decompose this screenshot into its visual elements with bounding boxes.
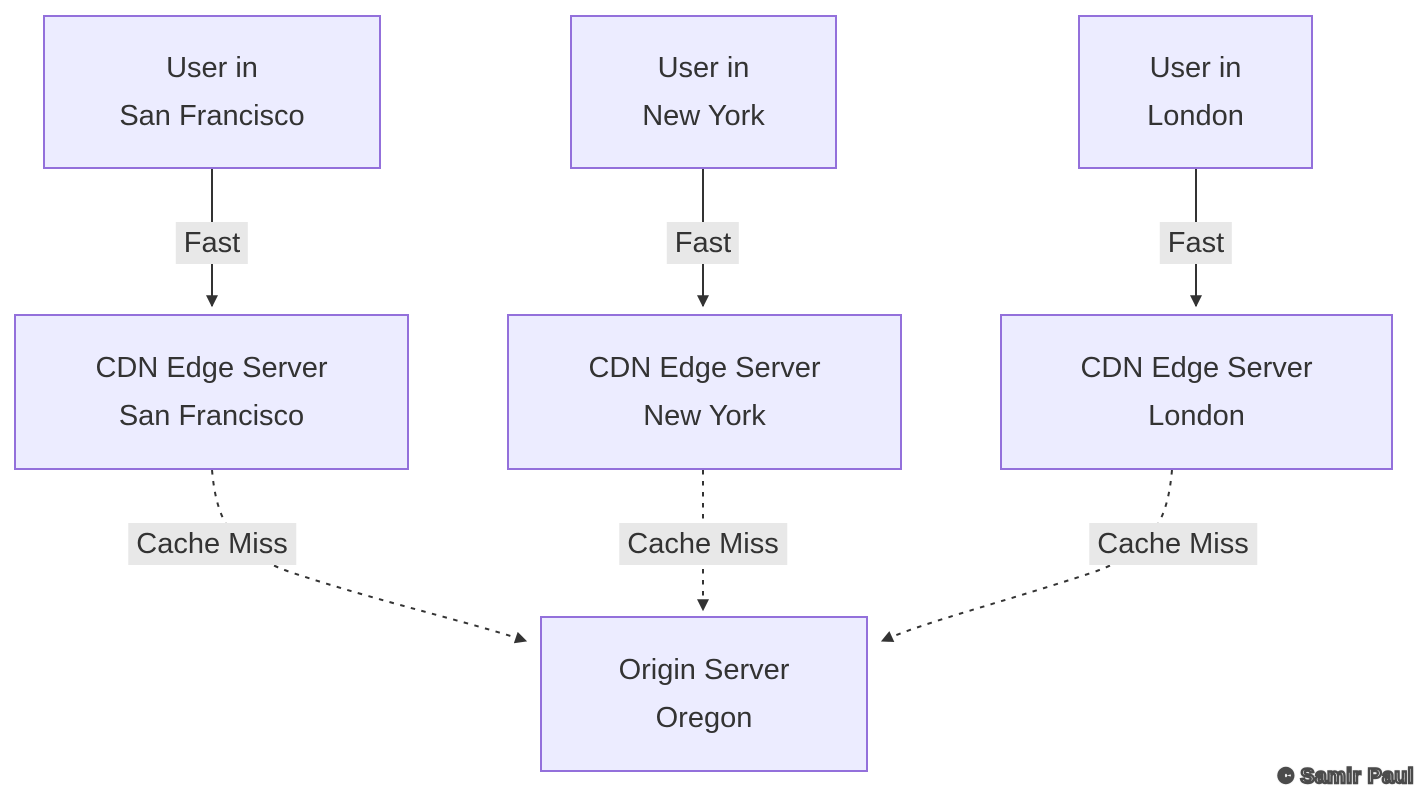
edge-label-cache-miss-london: Cache Miss: [1089, 523, 1257, 565]
node-label-line: CDN Edge Server: [95, 352, 328, 384]
node-label-line: User in: [166, 52, 258, 84]
node-label-line: San Francisco: [118, 400, 305, 432]
edge-label-cache-miss-ny: Cache Miss: [619, 523, 787, 565]
node-label-line: User in: [1149, 52, 1242, 84]
node-label-line: Origin Server: [618, 654, 790, 686]
edge-label-cache-miss-sf: Cache Miss: [128, 523, 296, 565]
node-label-line: San Francisco: [119, 100, 305, 132]
node-cdn-edge-new-york: CDN Edge Server New York: [507, 314, 902, 470]
node-label-line: London: [1147, 100, 1244, 132]
edge-label-fast-london: Fast: [1159, 222, 1233, 264]
edge-label-fast-sf: Fast: [175, 222, 249, 264]
node-cdn-edge-san-francisco: CDN Edge Server San Francisco: [14, 314, 409, 470]
node-user-london: User in London: [1078, 15, 1313, 169]
node-cdn-edge-london: CDN Edge Server London: [1000, 314, 1393, 470]
node-user-new-york: User in New York: [570, 15, 837, 169]
edge-label-fast-ny: Fast: [666, 222, 740, 264]
node-label-line: New York: [642, 100, 765, 132]
node-label-line: CDN Edge Server: [588, 352, 821, 384]
watermark-credit: © Samir Paul: [1277, 764, 1415, 789]
edge-cache-miss-london: [880, 469, 1173, 643]
node-label-line: London: [1148, 400, 1245, 432]
node-user-san-francisco: User in San Francisco: [43, 15, 381, 169]
node-label-line: New York: [643, 400, 766, 432]
node-origin-server-oregon: Origin Server Oregon: [540, 616, 868, 772]
node-label-line: Oregon: [655, 702, 753, 734]
node-label-line: CDN Edge Server: [1080, 352, 1313, 384]
node-label-line: User in: [657, 52, 750, 84]
edge-cache-miss-sf: [211, 469, 528, 644]
